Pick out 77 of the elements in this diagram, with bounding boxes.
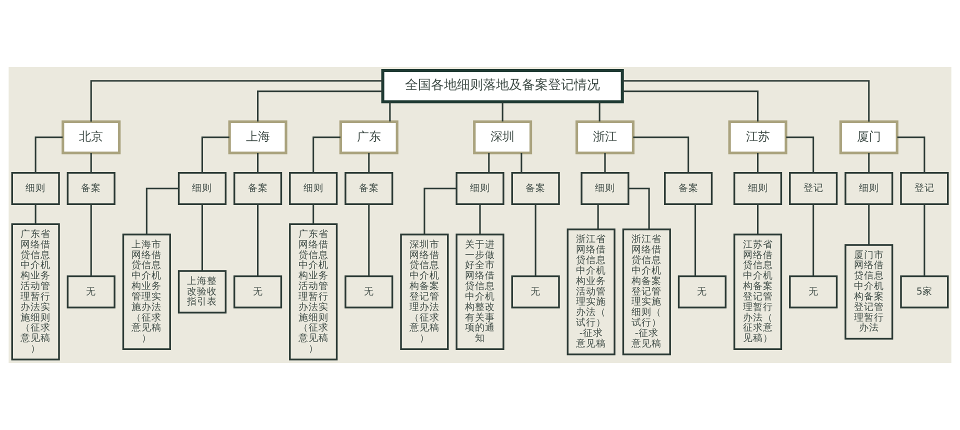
node-box: 无 [789, 275, 838, 308]
node-box: 细则 [733, 172, 782, 206]
connector [389, 102, 391, 122]
node-box: 广东省网络借贷信息中介机构业务活动管理暂行办法实施细则（征求意见稿） [11, 223, 60, 360]
node-box: 浙江省网络借贷信息中介机构备案登记管理实施细则（试行）-征求意见稿 [622, 228, 671, 356]
connector [90, 80, 383, 122]
connector [694, 204, 696, 276]
connector [201, 136, 230, 173]
node-box: 细则 [289, 172, 338, 206]
connector [868, 152, 870, 173]
node-box: 浙江省网络借贷信息中介机构业务活动管理实施办法（试行）-征求意见稿 [566, 228, 616, 356]
node-box: 备案 [233, 172, 282, 206]
connector [534, 204, 536, 276]
connector [502, 102, 504, 122]
node-box: 备案 [66, 172, 116, 206]
node-box: 上海整改验收指引表 [178, 270, 227, 314]
node-box: 关于进一步做好全市网络借贷信息中介机构整改有关事项的通知 [456, 234, 504, 350]
node-box: 备案 [664, 172, 713, 206]
connector [812, 204, 814, 276]
connector [257, 152, 259, 173]
node-box: 江苏 [728, 120, 788, 154]
node-box: 细则 [844, 172, 894, 206]
connector [622, 80, 870, 122]
connector [924, 204, 926, 276]
connector [90, 152, 92, 173]
connector [598, 102, 600, 122]
connector [597, 204, 599, 230]
connector [368, 152, 370, 173]
node-box: 无 [66, 275, 116, 308]
node-box: 厦门市网络借贷信息中介机构备案登记管理暂行办法 [844, 244, 894, 340]
node-box: 江苏省网络借贷信息中介机构备案登记管理暂行办法（征求意见稿） [733, 234, 782, 350]
connector [520, 152, 522, 173]
connector [757, 152, 759, 173]
node-box: 登记 [900, 172, 949, 206]
connector [34, 136, 63, 173]
node-box: 备案 [344, 172, 394, 206]
connector [146, 188, 179, 234]
connector [897, 136, 926, 173]
node-box: 无 [344, 275, 394, 308]
connector [786, 136, 814, 173]
node-box: 细则 [178, 172, 227, 206]
connector [479, 204, 481, 234]
node-box: 5家 [900, 275, 949, 308]
node-box: 深圳市网络借贷信息中介机构备案登记管理办法（征求意见稿） [400, 234, 449, 350]
node-box: 厦门 [839, 120, 898, 154]
connector [622, 90, 759, 122]
node-box: 全国各地细则落地及备案登记情况 [381, 68, 624, 104]
node-box: 广东 [339, 120, 398, 154]
connector [424, 188, 456, 234]
connector [201, 204, 203, 271]
node-box: 深圳 [473, 120, 532, 154]
node-box: 无 [233, 275, 282, 308]
connector [757, 204, 759, 234]
connector [34, 204, 36, 224]
connector [488, 152, 490, 173]
connector [312, 136, 340, 173]
node-box: 北京 [62, 120, 121, 154]
node-box: 广东省网络借贷信息中介机构业务活动管理暂行办法实施细则（征求意见稿） [289, 223, 338, 360]
node-box: 浙江 [575, 120, 635, 154]
connector [604, 152, 606, 173]
connector [90, 204, 92, 276]
node-box: 上海 [228, 120, 288, 154]
connector [257, 204, 259, 276]
node-box: 无 [678, 275, 727, 308]
connector [368, 204, 370, 276]
connector [628, 188, 650, 230]
node-box: 无 [511, 275, 560, 308]
node-box: 细则 [456, 172, 504, 206]
node-box: 登记 [789, 172, 838, 206]
node-box: 细则 [580, 172, 630, 206]
connector [257, 90, 383, 122]
connector [633, 136, 690, 173]
connector [312, 204, 314, 224]
node-box: 细则 [11, 172, 60, 206]
node-box: 上海市网络借贷信息中介机构业务管理实施办法（征求意见稿） [122, 234, 171, 350]
node-box: 备案 [511, 172, 560, 206]
connector [868, 204, 870, 245]
